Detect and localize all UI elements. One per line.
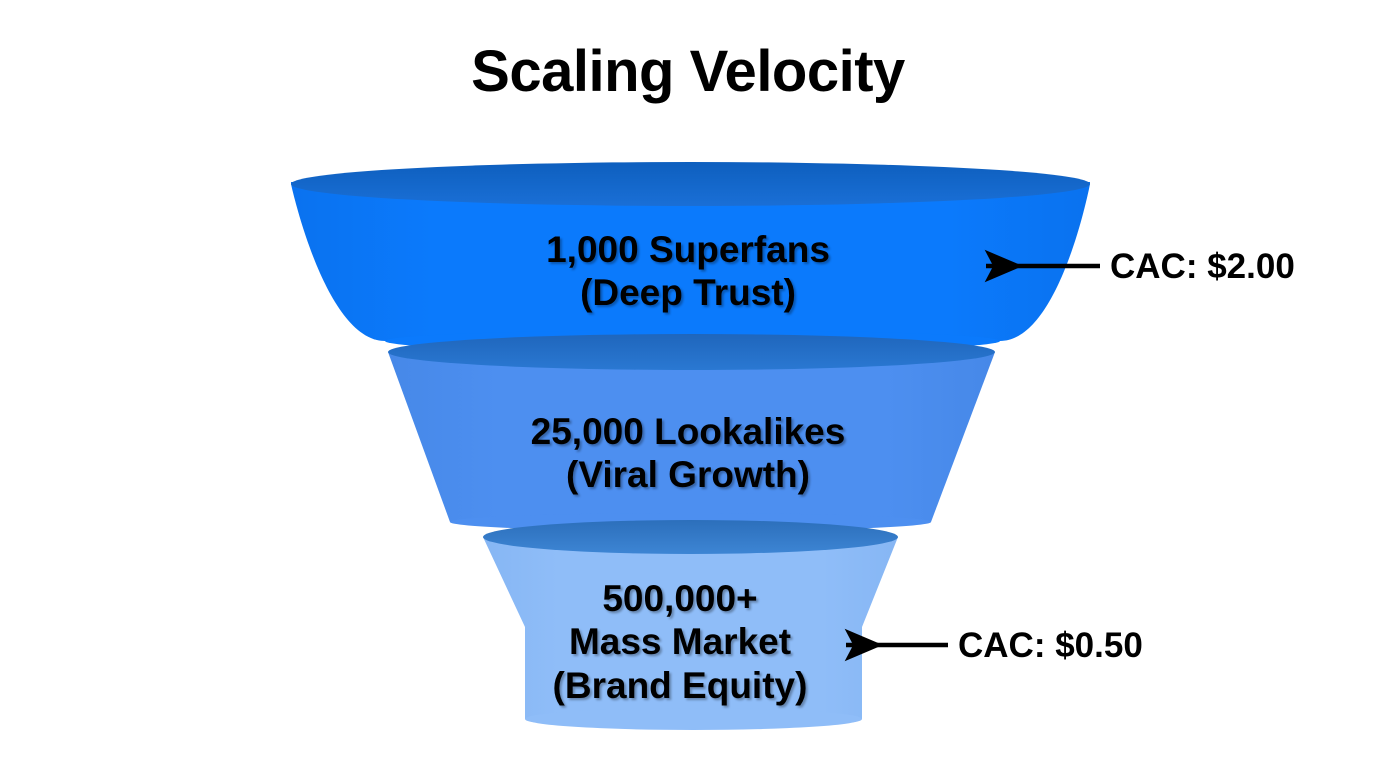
funnel-segment-3 bbox=[483, 520, 898, 730]
funnel-segment-1-body-solid bbox=[291, 184, 1090, 341]
annotation-label-cac-top: CAC: $2.00 bbox=[1110, 247, 1295, 286]
funnel-segment-3-bottom-ellipse bbox=[525, 708, 862, 730]
funnel-segment-1 bbox=[291, 162, 1090, 352]
funnel-segment-3-top-ellipse bbox=[483, 520, 898, 554]
page-title: Scaling Velocity bbox=[471, 39, 905, 104]
funnel-segment-1-top-ellipse bbox=[291, 162, 1090, 206]
funnel-segment-2-body bbox=[388, 352, 995, 522]
annotation-label-cac-bottom: CAC: $0.50 bbox=[958, 626, 1143, 665]
funnel-segment-2 bbox=[388, 334, 995, 531]
funnel-segment-2-top-ellipse bbox=[388, 334, 995, 370]
funnel-segment-3-body bbox=[483, 537, 898, 719]
